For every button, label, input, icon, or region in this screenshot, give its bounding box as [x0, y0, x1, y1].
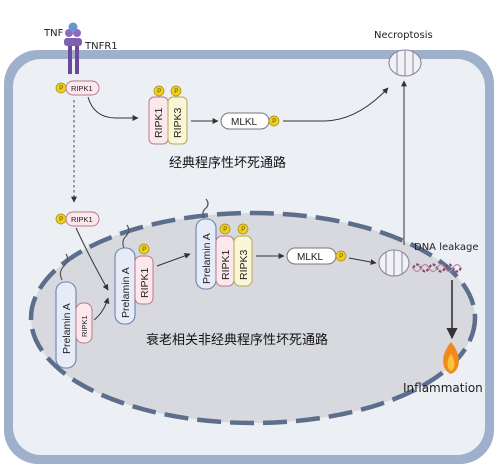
ripk3-vertical: RIPK3 — [172, 107, 184, 138]
tnf-label: TNF — [43, 28, 64, 39]
svg-text:P: P — [174, 89, 178, 95]
necroptosis-label: Necroptosis — [374, 30, 433, 41]
ripk1-label-top: RIPK1 — [71, 84, 93, 93]
arrow-ripk1-to-nuclear-complex — [75, 227, 109, 291]
phospho-circle — [335, 250, 347, 262]
nuclear-prelamin-ripk1-ripk3: Prelamin A RIPK1 RIPK3 P P — [195, 198, 253, 290]
svg-text:MLKL: MLKL — [297, 252, 324, 263]
nuclear-prelamin-ripk1-mid: Prelamin A RIPK1 P — [114, 224, 154, 325]
nuclear-prelamin-ripk1-left: Prelamin A RIPK1 — [55, 253, 93, 369]
svg-text:P: P — [157, 89, 161, 95]
ripk1-vertical-3: RIPK1 — [220, 249, 232, 280]
classic-pathway-label: 经典程序性坏死通路 — [169, 155, 286, 171]
classic-ripk1-ripk3-complex: P P RIPK1 RIPK3 — [148, 85, 188, 145]
svg-text:P: P — [59, 217, 63, 223]
receptor-ripk1-complex: P RIPK1 — [55, 80, 100, 96]
mlkl-top: MLKL P — [220, 112, 280, 130]
svg-text:P: P — [241, 227, 245, 233]
nuclear-envelope — [28, 210, 478, 426]
arrow-to-necroptosis — [283, 87, 389, 122]
svg-text:P: P — [59, 86, 63, 92]
ripk1-vertical-small: RIPK1 — [80, 315, 89, 337]
mlkl-pore-icon — [388, 49, 422, 77]
svg-text:P: P — [339, 254, 343, 260]
phospho-circle — [219, 223, 231, 235]
prelamin-a-vertical-2: Prelamin A — [120, 267, 132, 318]
mlkl-nuclear: MLKL P — [286, 247, 347, 265]
nuclear-mlkl-pore-icon — [378, 249, 410, 277]
prelamin-a-vertical-1: Prelamin A — [61, 303, 73, 354]
phospho-circle — [138, 243, 150, 255]
phospho-circle — [268, 115, 280, 127]
svg-text:P: P — [223, 227, 227, 233]
flame-icon — [443, 342, 459, 374]
phospho-circle — [170, 85, 182, 97]
arrow-left-to-mid-complex — [93, 297, 110, 321]
phospho-circle — [153, 85, 165, 97]
tnfr1-receptor — [64, 22, 82, 74]
phospho-circle — [237, 223, 249, 235]
cytoplasm-ripk1: P RIPK1 — [55, 211, 100, 227]
arrow-to-nuclear-ripk3-complex — [156, 253, 191, 267]
svg-text:P: P — [272, 119, 276, 125]
tnfr1-label: TNFR1 — [84, 41, 118, 52]
ripk1-label-mid: RIPK1 — [71, 215, 93, 224]
svg-text:P: P — [142, 247, 146, 253]
senescence-pathway-label: 衰老相关非经典程序性坏死通路 — [146, 332, 328, 348]
arrow-to-classic-complex — [87, 96, 139, 121]
arrow-to-nuclear-pore — [348, 257, 377, 265]
ripk3-vertical-3: RIPK3 — [238, 249, 250, 280]
dna-leakage-label: DNA leakage — [414, 242, 479, 253]
ripk1-vertical-2: RIPK1 — [139, 267, 151, 298]
ripk1-vertical: RIPK1 — [153, 107, 165, 138]
svg-text:MLKL: MLKL — [231, 117, 258, 128]
prelamin-a-vertical-3: Prelamin A — [201, 233, 213, 284]
inflammation-label: Inflammation — [403, 381, 483, 395]
